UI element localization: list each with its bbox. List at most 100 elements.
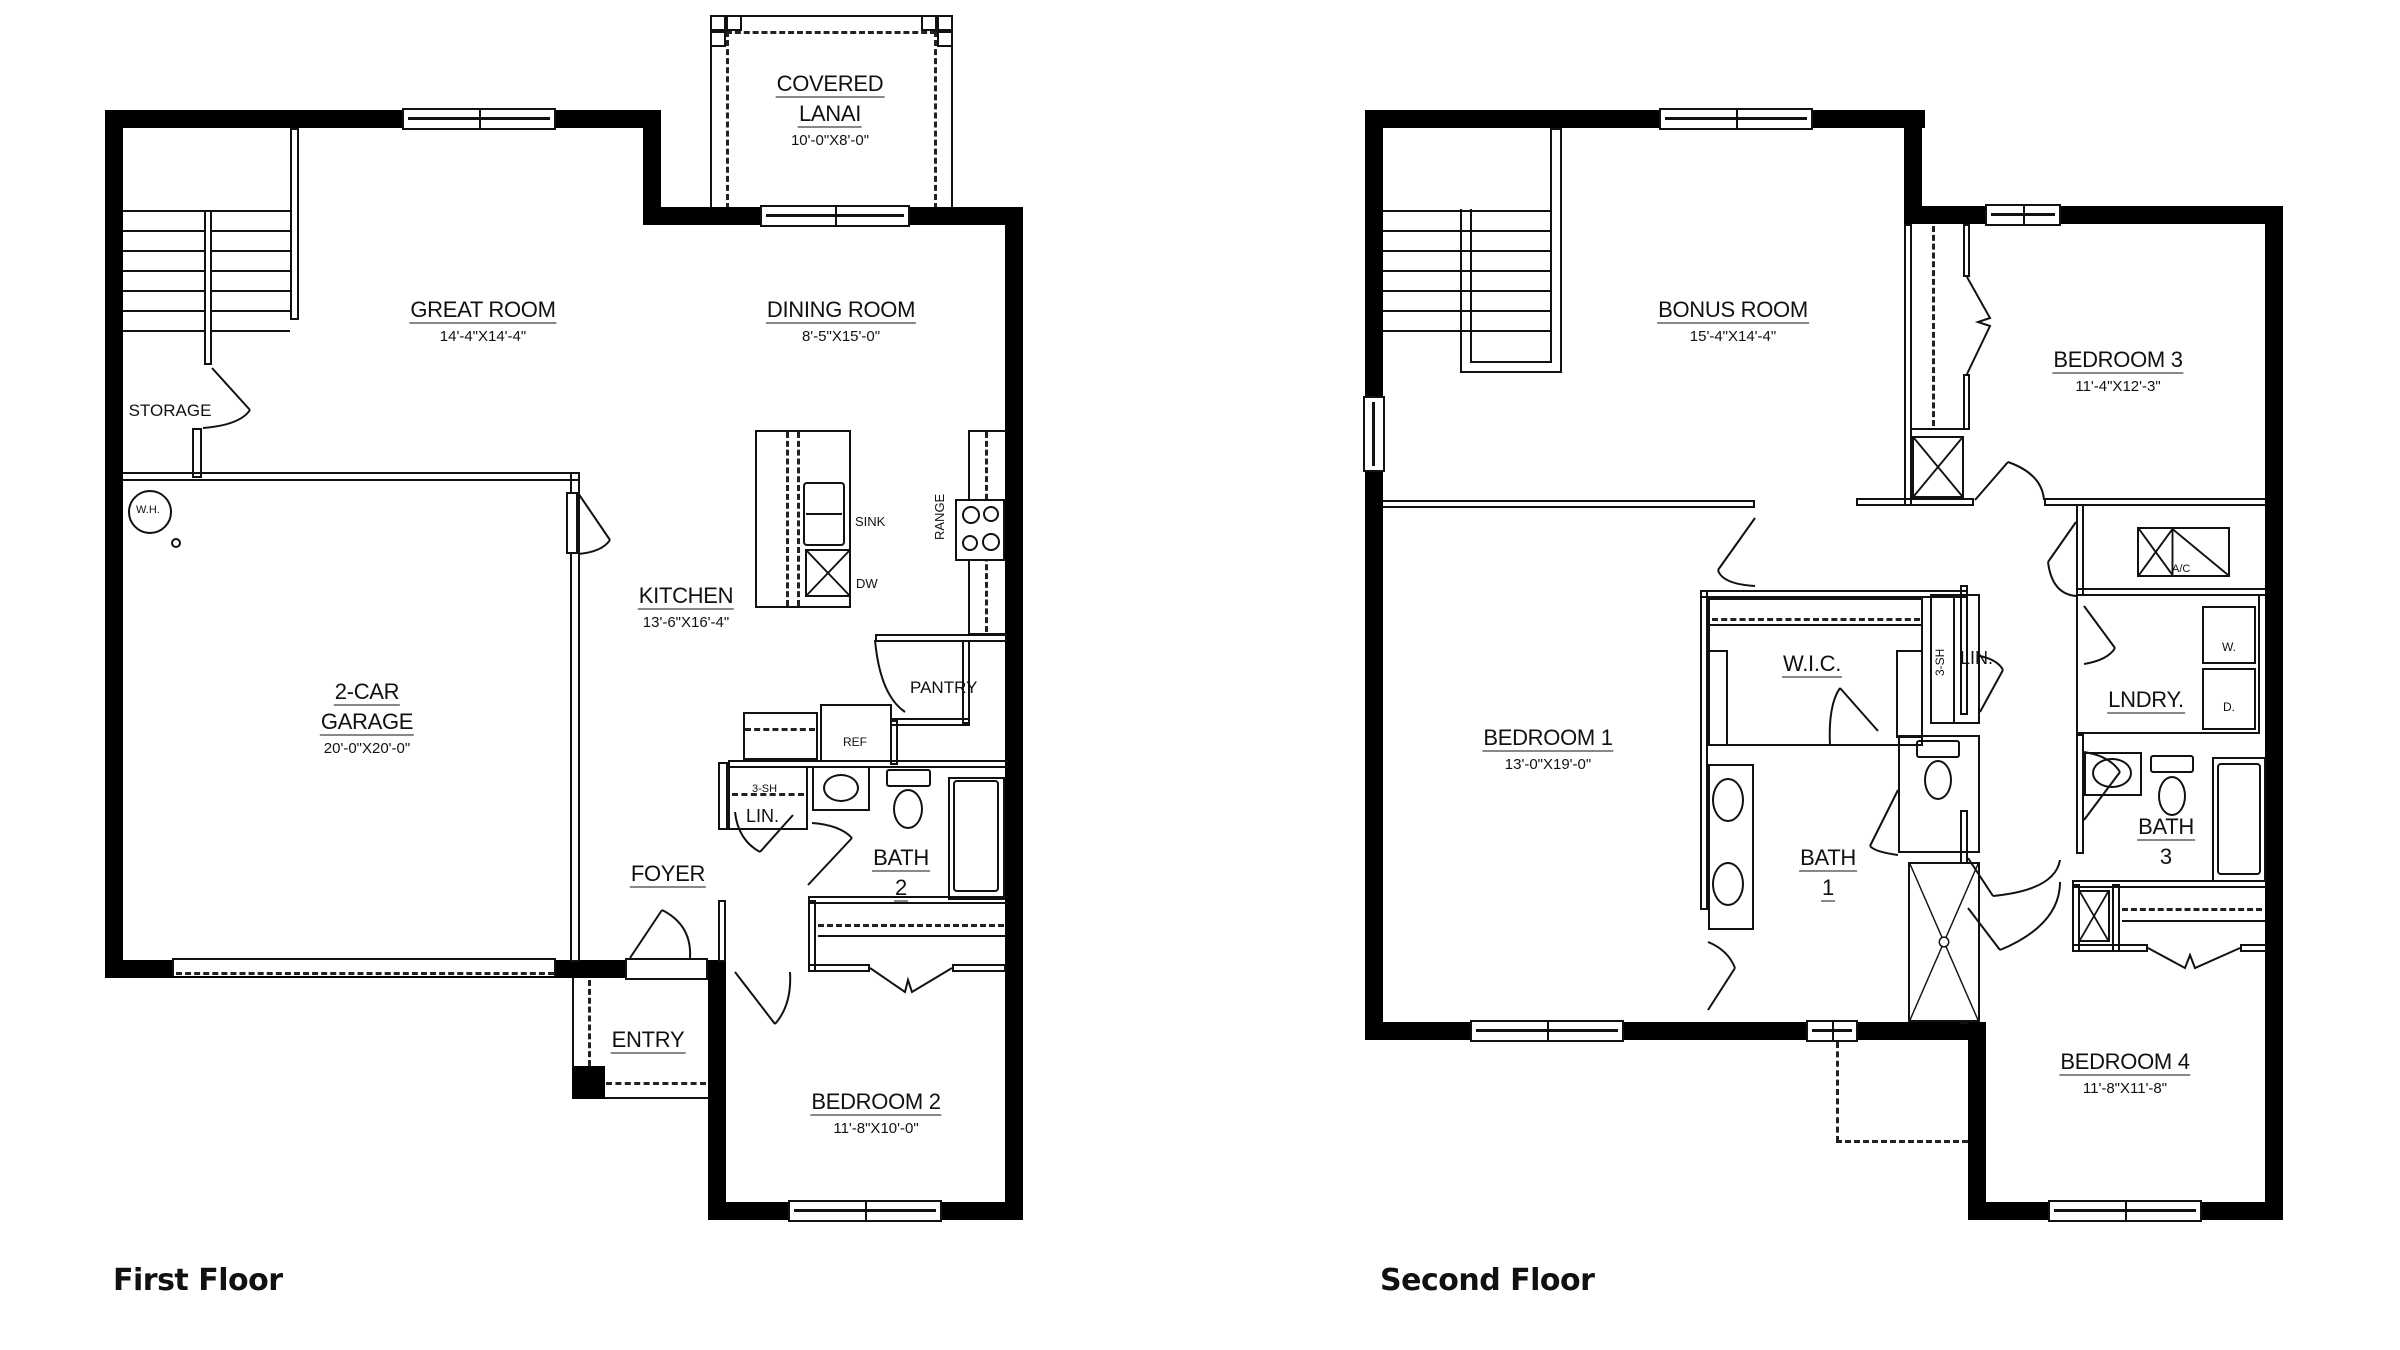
window xyxy=(1806,1020,1858,1042)
washer-label: W. xyxy=(2222,640,2236,654)
lanai-post xyxy=(937,31,953,47)
burner xyxy=(982,533,1000,551)
window xyxy=(1363,396,1385,472)
bath-3-wall xyxy=(2072,880,2266,888)
lanai-dashed-line xyxy=(934,31,937,209)
bath-sink xyxy=(823,774,859,802)
wic-shelf xyxy=(1896,650,1923,738)
double-vanity xyxy=(1708,764,1754,930)
laundry-label: LNDRY. xyxy=(2107,688,2185,715)
closet-wall xyxy=(2112,884,2120,952)
wic-label: W.I.C. xyxy=(1781,652,1843,679)
kitchen-label: KITCHEN 13'-6"X16'-4" xyxy=(637,583,735,632)
ac-unit xyxy=(2137,527,2230,577)
toilet-bowl xyxy=(893,789,923,829)
closet-shelf-line xyxy=(818,924,1004,927)
great-room-label: GREAT ROOM 14'-4"X14'-4" xyxy=(409,297,557,346)
window xyxy=(2048,1200,2202,1222)
roof-line xyxy=(1836,1140,1968,1143)
dishwasher xyxy=(805,549,851,597)
ac-closet-wall xyxy=(2076,504,2084,596)
bath-2-wall xyxy=(808,896,1008,904)
closet-wall xyxy=(1904,224,1912,506)
refrigerator xyxy=(820,704,892,762)
hall-wall xyxy=(1960,585,1968,715)
foyer-wall xyxy=(718,762,728,830)
toilet-tank xyxy=(2150,755,2194,773)
linen-label: LIN. xyxy=(746,806,780,826)
covered-lanai-outline xyxy=(710,15,953,210)
refrigerator-label: REF xyxy=(843,735,867,749)
island-overhang-line xyxy=(786,432,789,606)
exterior-wall xyxy=(2265,206,2283,1220)
toilet-tank xyxy=(886,769,931,787)
linen-label: LIN. xyxy=(1960,648,1994,668)
linen-shelf-label: 3-SH xyxy=(1933,648,1947,676)
stair-tread xyxy=(1383,270,1550,272)
toilet-tank xyxy=(1916,740,1960,758)
bath-3-sink xyxy=(2092,758,2132,788)
bath-1-label: BATH 1 xyxy=(1799,846,1857,903)
water-heater-label: W.H. xyxy=(136,504,160,516)
exterior-wall xyxy=(1904,206,2283,224)
sliding-door[interactable] xyxy=(760,205,910,227)
dryer xyxy=(2202,668,2256,730)
water-heater xyxy=(128,490,172,534)
lanai-dashed-line xyxy=(726,31,729,209)
entry-dashed-line xyxy=(588,980,591,1066)
wic-wall xyxy=(1700,590,1708,910)
storage-label: STORAGE xyxy=(128,401,212,420)
bathtub-inner xyxy=(2217,763,2261,875)
counter xyxy=(743,712,818,760)
sink-label: SINK xyxy=(855,514,886,529)
closet-rod xyxy=(1912,428,1970,430)
closet-wall xyxy=(2072,944,2148,952)
lanai-dashed-line xyxy=(726,31,936,34)
garage-door-dashed-line xyxy=(176,972,554,975)
bath-2-label: BATH 2 xyxy=(872,846,930,903)
garage-label: 2-CAR GARAGE 20'-0"X20'-0" xyxy=(319,679,415,758)
closet-wall xyxy=(2240,944,2266,952)
hvac-chase xyxy=(2078,890,2110,942)
toilet-bowl xyxy=(2158,776,2186,816)
closet-rod xyxy=(818,935,1006,937)
bedroom-4-label: BEDROOM 4 11'-8"X11'-8" xyxy=(2059,1049,2191,1098)
stair-tread xyxy=(1383,330,1550,332)
wic-bath-block xyxy=(1700,590,1968,598)
exterior-wall xyxy=(105,110,123,978)
lanai-post xyxy=(726,15,742,31)
entry-wall-line xyxy=(605,1097,709,1099)
entry-column xyxy=(572,1066,605,1099)
dishwasher-label: DW xyxy=(856,576,878,591)
toilet-room xyxy=(1898,735,1980,853)
exterior-wall xyxy=(1005,207,1023,1220)
exterior-wall xyxy=(1904,110,1922,224)
lanai-post xyxy=(921,15,937,31)
garage-door[interactable] xyxy=(172,958,556,976)
roof-line xyxy=(1836,1042,1839,1142)
garage-house-door[interactable] xyxy=(566,492,578,554)
pantry-wall xyxy=(962,640,970,724)
front-door[interactable] xyxy=(625,958,708,980)
window xyxy=(1985,204,2061,226)
closet-wall xyxy=(1963,374,1970,430)
exterior-wall xyxy=(1365,110,1925,128)
stair-newel xyxy=(204,210,212,365)
stair-tread xyxy=(1383,250,1550,252)
closet-shelf-line xyxy=(2122,908,2262,911)
covered-lanai-label: COVERED LANAI 10'-0"X8'-0" xyxy=(775,71,885,150)
wic-shelf-line xyxy=(1712,618,1920,621)
burner xyxy=(962,535,978,551)
bedroom-2-label: BEDROOM 2 11'-8"X10'-0" xyxy=(810,1089,942,1138)
bath-3-wall xyxy=(2076,734,2084,854)
closet-shelf-line xyxy=(1932,226,1935,426)
closet-wall xyxy=(1963,224,1970,277)
foyer-label: FOYER xyxy=(629,862,707,889)
washer xyxy=(2202,606,2256,664)
pantry-label: PANTRY xyxy=(910,678,978,697)
range-label: RANGE xyxy=(932,493,947,540)
stair-tread xyxy=(1383,290,1550,292)
closet-rod xyxy=(2122,920,2265,922)
stair-tread xyxy=(1383,310,1550,312)
